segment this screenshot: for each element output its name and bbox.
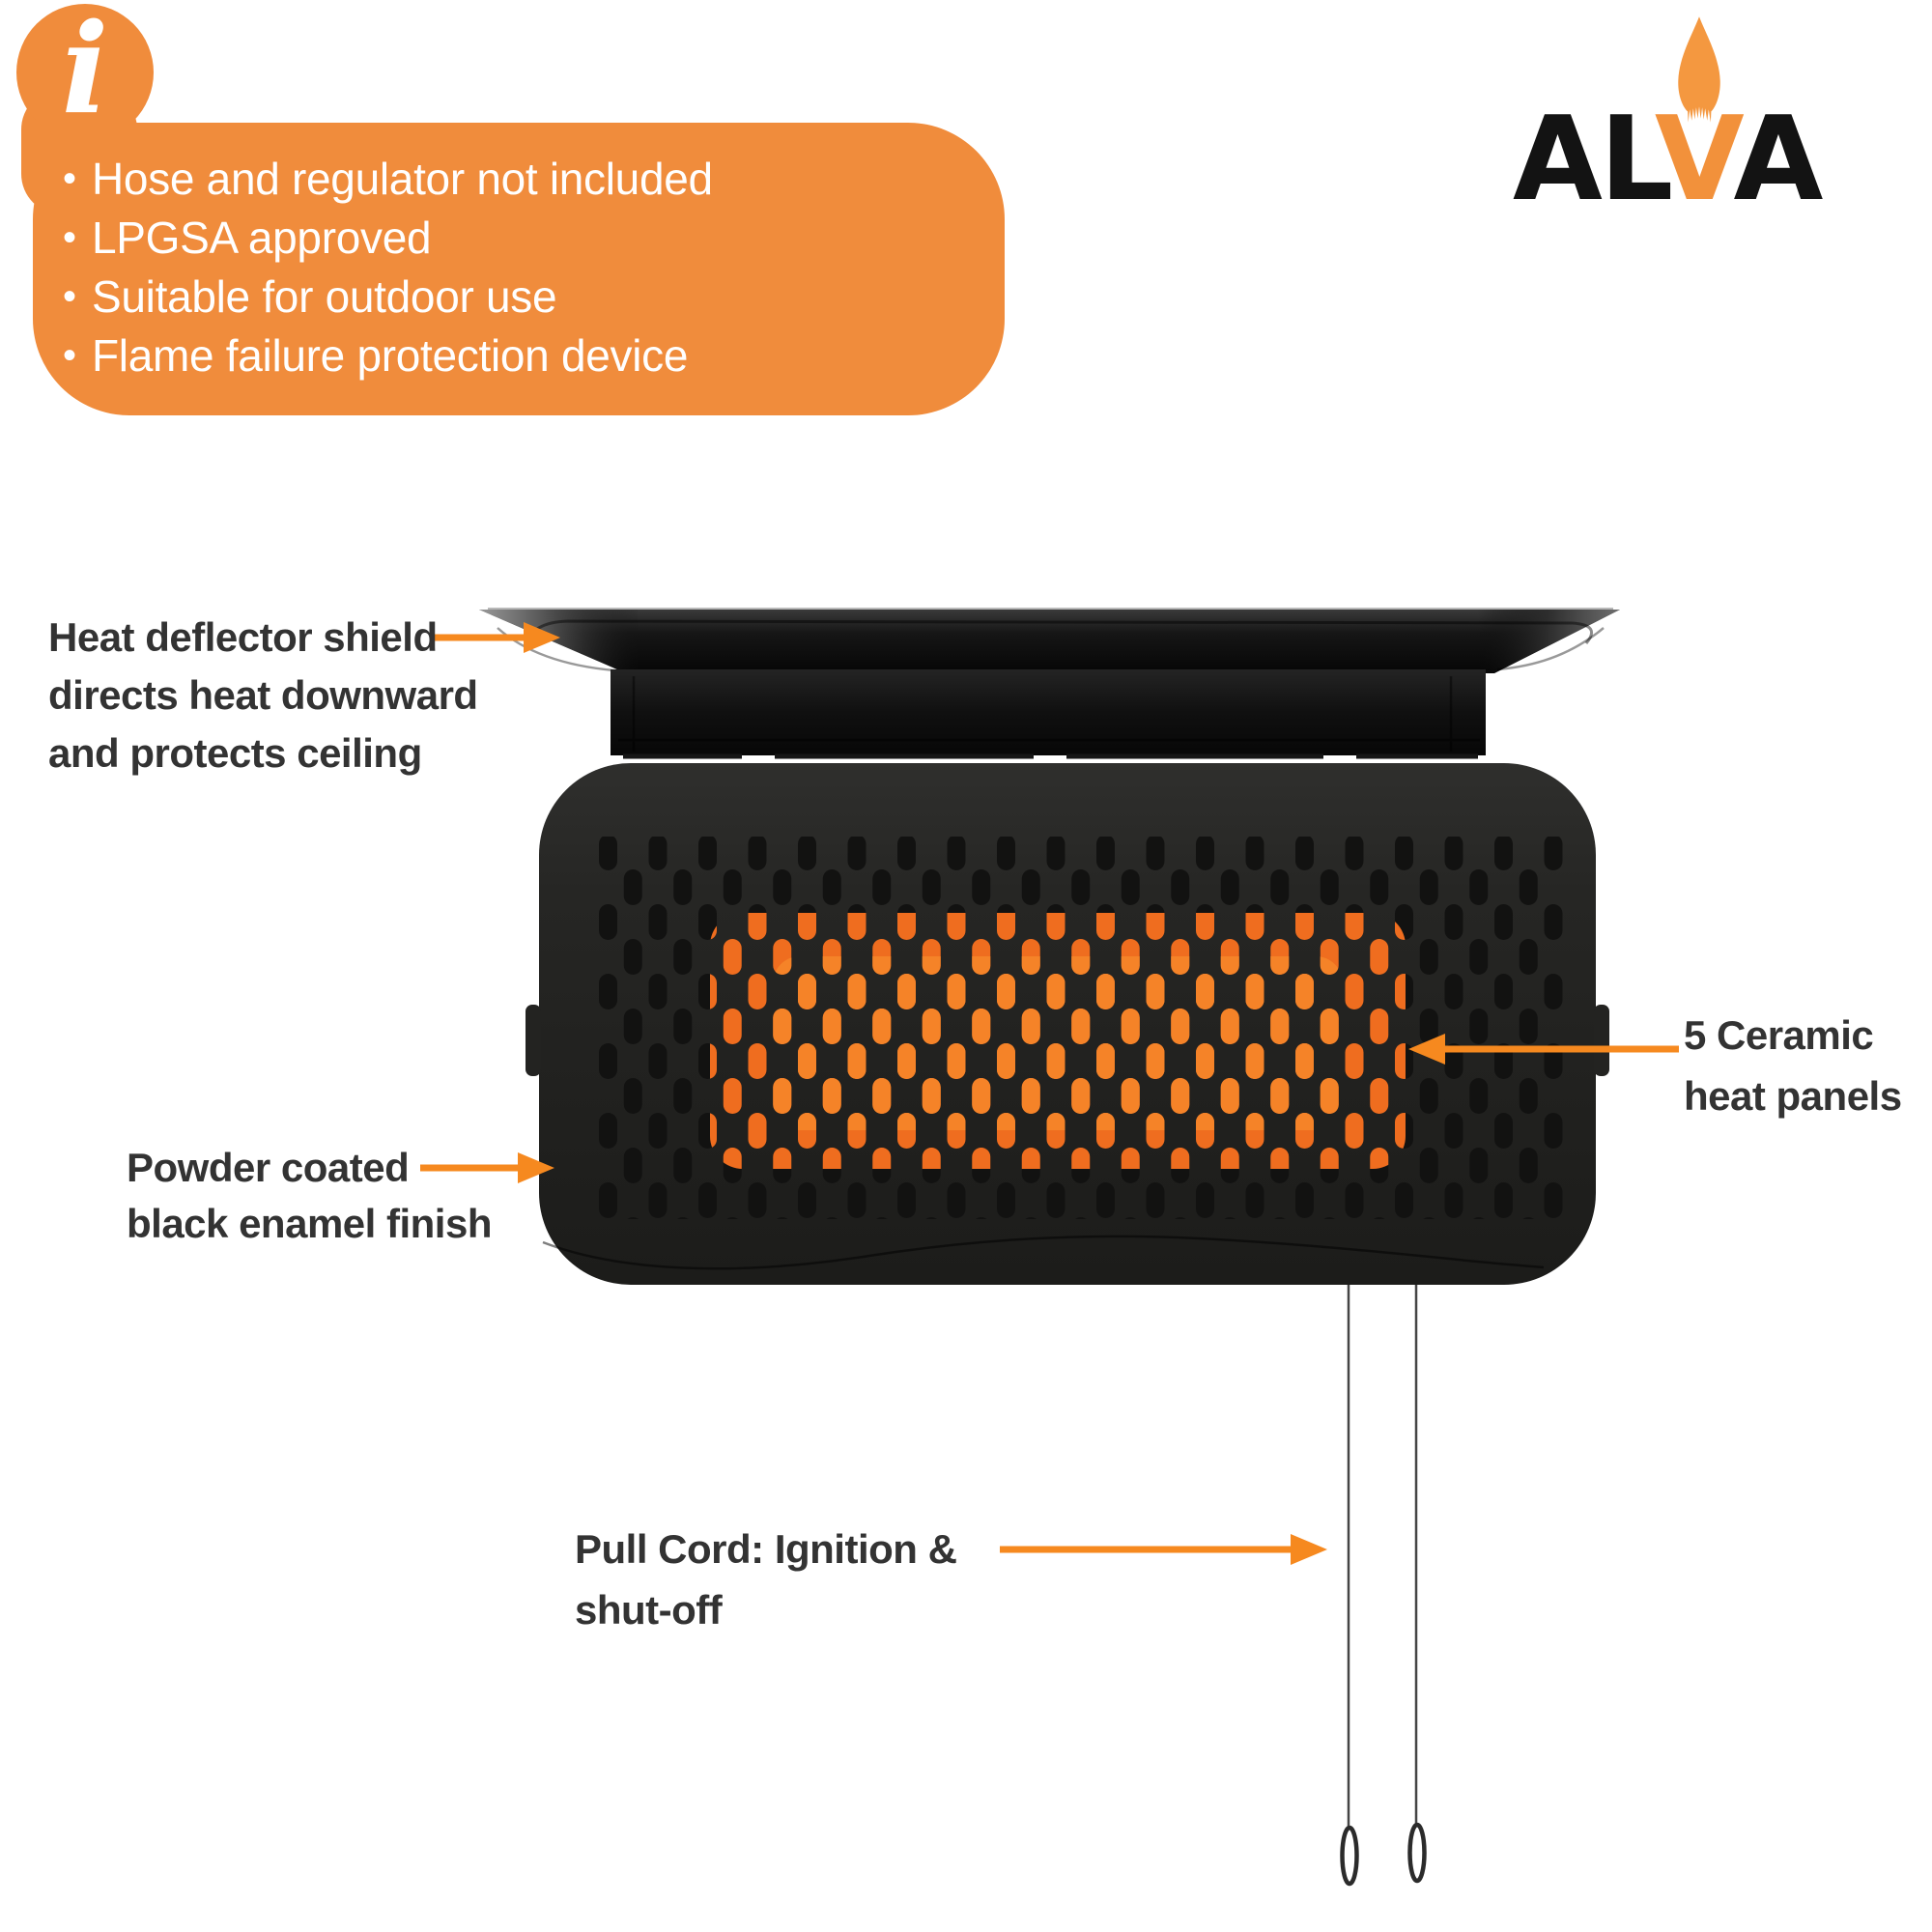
list-item: • Suitable for outdoor use <box>63 268 713 327</box>
heater-body-duct <box>611 669 1486 755</box>
logo-letters-al: AL <box>1513 93 1658 227</box>
label-line: black enamel finish <box>127 1201 492 1246</box>
arrow-powder-coated <box>420 1152 554 1183</box>
label-line: Pull Cord: Ignition & <box>575 1526 957 1572</box>
pull-cord-loop-right <box>1407 1822 1427 1884</box>
bullet-dot: • <box>63 334 76 377</box>
label-heat-deflector-shield: Heat deflector shield directs heat downw… <box>48 609 478 782</box>
bullet-dot: • <box>63 157 76 200</box>
flame-icon <box>1678 16 1720 123</box>
heat-deflector-shield <box>479 610 1620 673</box>
pull-cord-loop-left <box>1340 1825 1359 1887</box>
panel-side-tab-left <box>526 1005 541 1076</box>
label-line: 5 Ceramic <box>1684 1012 1874 1058</box>
bullet-text: LPGSA approved <box>92 213 432 263</box>
info-icon-glyph: i <box>61 0 109 142</box>
label-pull-cord: Pull Cord: Ignition & shut-off <box>575 1519 957 1640</box>
label-line: and protects ceiling <box>48 730 422 776</box>
panel-side-tab-right <box>1594 1005 1609 1076</box>
label-line: Powder coated <box>127 1145 410 1190</box>
info-bullet-list: • Hose and regulator not included • LPGSA … <box>63 150 713 385</box>
info-box <box>33 123 1005 415</box>
label-line: directs heat downward <box>48 672 478 718</box>
arrow-ceramic-panels <box>1408 1034 1679 1065</box>
duct-seams <box>618 676 1480 752</box>
ceramic-glow-center <box>773 956 1343 1130</box>
list-item: • Flame failure protection device <box>63 327 713 385</box>
arrow-heat-shield <box>433 622 560 653</box>
label-line: shut-off <box>575 1587 723 1633</box>
shield-right-tip <box>1476 610 1620 673</box>
label-line: Heat deflector shield <box>48 614 438 660</box>
info-icon: i <box>16 0 154 142</box>
logo-letter-a: A <box>1733 93 1824 227</box>
list-item: • Hose and regulator not included <box>63 150 713 209</box>
bullet-text: Suitable for outdoor use <box>92 271 557 322</box>
brand-logo: ALVA <box>1513 10 1880 218</box>
label-powder-coated: Powder coated black enamel finish <box>127 1140 492 1252</box>
logo-letter-v: V <box>1654 93 1737 227</box>
list-item: • LPGSA approved <box>63 209 713 268</box>
arrow-pull-cord <box>1000 1534 1327 1565</box>
label-line: heat panels <box>1684 1073 1902 1119</box>
bullet-dot: • <box>63 216 76 259</box>
bullet-text: Hose and regulator not included <box>92 154 713 204</box>
panel-bottom-seam <box>542 1235 1545 1270</box>
shield-left-tip <box>479 610 638 673</box>
bullet-dot: • <box>63 275 76 318</box>
label-ceramic-heat-panels: 5 Ceramic heat panels <box>1684 1005 1902 1126</box>
logo-wordmark: ALVA <box>1513 102 1823 218</box>
bullet-text: Flame failure protection device <box>92 330 689 381</box>
